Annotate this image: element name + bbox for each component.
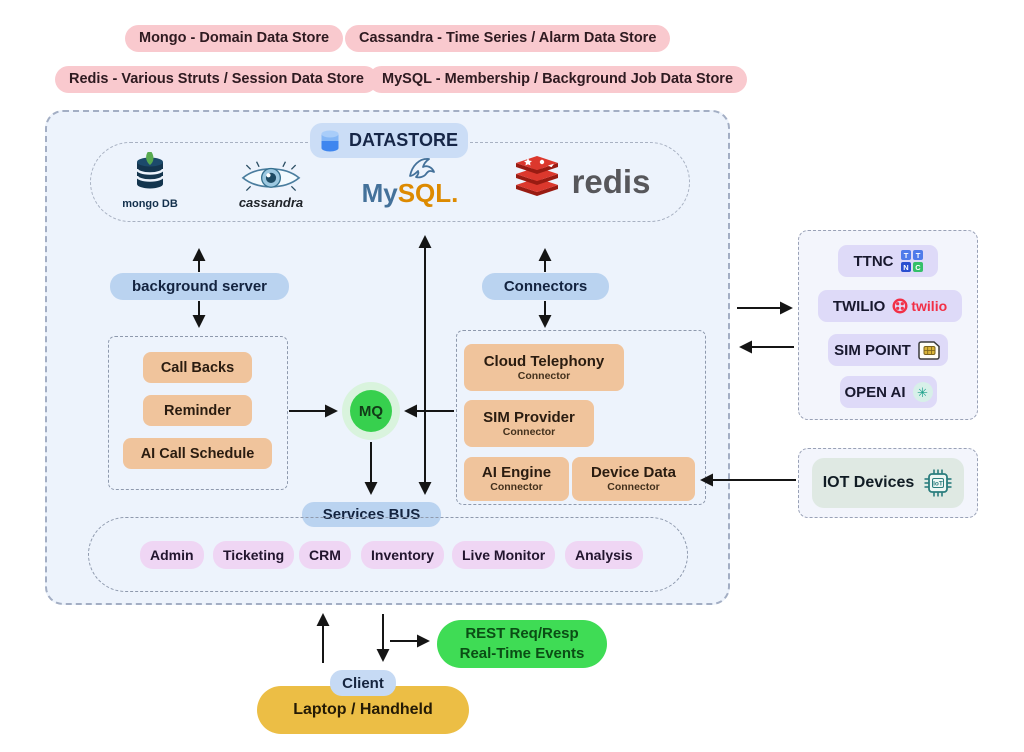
node-sim-provider-connector: SIM Provider Connector — [464, 400, 594, 447]
openai-logo-icon: ✳ — [912, 382, 933, 402]
node-cloud-telephony-connector: Cloud Telephony Connector — [464, 344, 624, 391]
client-node: Client — [330, 670, 396, 696]
cassandra-label: cassandra — [238, 195, 304, 210]
datastore-title: DATASTORE — [348, 130, 458, 150]
mq-node: MQ — [350, 390, 392, 432]
background-server-node: background server — [110, 273, 289, 300]
services-bus-node: Services BUS — [302, 502, 441, 527]
node-sim-point: SIM POINT — [828, 334, 948, 366]
datastore-title-pill: DATASTORE — [310, 123, 468, 158]
twilio-logo-icon: twilio — [892, 298, 947, 314]
legend-mysql: MySQL - Membership / Background Job Data… — [368, 66, 748, 93]
ttnc-logo-icon: T T N C — [900, 250, 923, 272]
redis-label: redis — [571, 162, 651, 200]
legend-redis: Redis - Various Struts / Session Data St… — [55, 66, 378, 93]
svg-text:C: C — [915, 263, 921, 272]
mongodb-logo: mongo DB — [116, 150, 184, 212]
connectors-box — [456, 330, 706, 505]
mongodb-label: mongo DB — [122, 198, 178, 210]
database-icon — [320, 129, 340, 153]
service-ticketing: Ticketing — [213, 541, 295, 569]
legend-mongo: Mongo - Domain Data Store — [125, 25, 344, 52]
node-twilio: TWILIO twilio — [818, 290, 962, 322]
node-device-data-connector: Device Data Connector — [572, 457, 695, 501]
rest-events-node: REST Req/Resp Real-Time Events — [437, 620, 607, 668]
mongodb-icon — [130, 152, 170, 196]
redis-icon — [510, 156, 564, 206]
svg-text:T: T — [903, 251, 908, 260]
cassandra-logo: cassandra — [226, 158, 316, 212]
mysql-dolphin-icon — [407, 154, 437, 180]
iot-chip-icon: IoT — [923, 468, 953, 498]
svg-text:N: N — [903, 263, 908, 272]
node-ttnc: TTNC T T N C — [838, 245, 938, 277]
laptop-handheld-node: Laptop / Handheld — [257, 686, 469, 734]
services-box — [88, 517, 688, 592]
service-analysis: Analysis — [565, 541, 643, 569]
service-crm: CRM — [299, 541, 351, 569]
mysql-logo: MySQL. — [360, 148, 460, 212]
redis-logo: redis — [510, 152, 650, 210]
service-live-monitor: Live Monitor — [452, 541, 556, 569]
service-admin: Admin — [140, 541, 204, 569]
node-ai-engine-connector: AI Engine Connector — [464, 457, 569, 501]
service-inventory: Inventory — [361, 541, 445, 569]
node-reminder: Reminder — [143, 395, 252, 426]
node-open-ai: OPEN AI ✳ — [840, 376, 937, 408]
svg-text:T: T — [915, 251, 920, 260]
node-iot-devices: IOT Devices IoT — [812, 458, 964, 508]
node-ai-call-schedule: AI Call Schedule — [123, 438, 272, 469]
node-call-backs: Call Backs — [143, 352, 252, 383]
jobs-box — [108, 336, 288, 490]
legend-cassandra: Cassandra - Time Series / Alarm Data Sto… — [345, 25, 671, 52]
svg-text:IoT: IoT — [933, 480, 943, 487]
cassandra-eye-icon — [233, 160, 309, 194]
connectors-node: Connectors — [482, 273, 609, 300]
sim-card-icon — [918, 340, 942, 360]
mysql-wordmark: MySQL. — [361, 178, 459, 208]
